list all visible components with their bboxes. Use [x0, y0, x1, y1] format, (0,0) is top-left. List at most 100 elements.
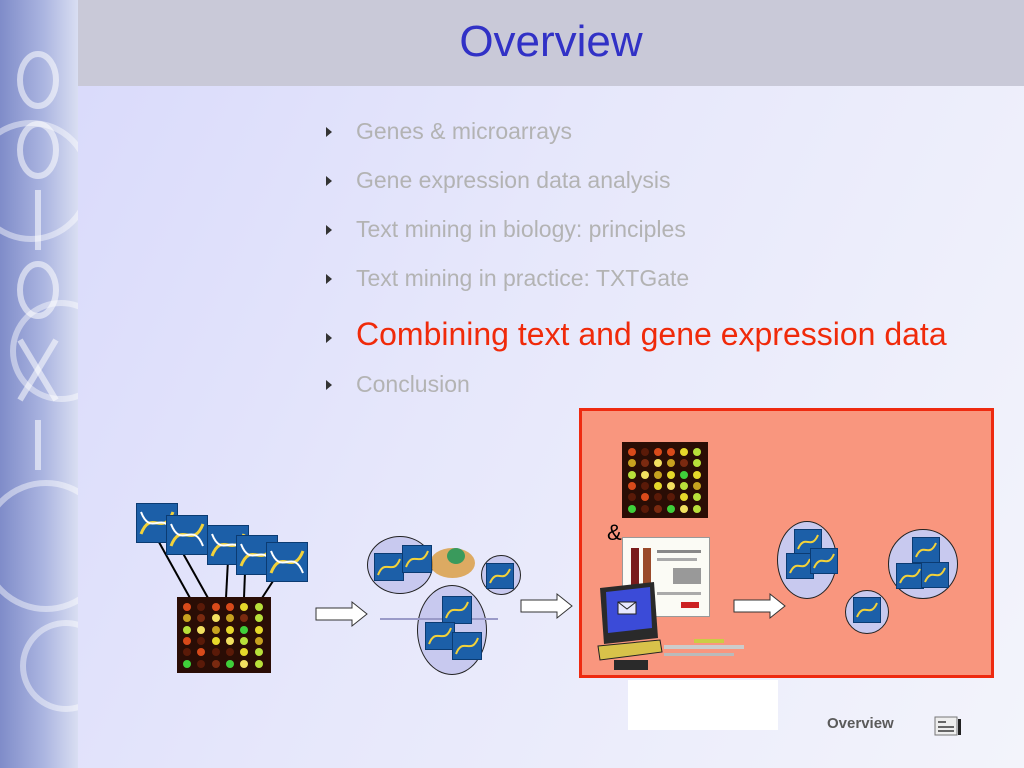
heatmap-cell	[666, 710, 673, 715]
agenda-item-label: Text mining in biology: principles	[356, 216, 686, 242]
heatmap-cell	[754, 698, 761, 703]
microarray-spot	[654, 482, 662, 490]
heatmap-cell	[682, 698, 689, 703]
heatmap-cell	[682, 686, 689, 691]
microarray-spot	[240, 614, 249, 623]
heatmap-cell	[690, 722, 697, 727]
microarray-spot	[183, 637, 191, 645]
dna-icon	[452, 632, 482, 660]
heatmap-cell	[738, 716, 745, 721]
bullet-arrow-icon	[326, 225, 332, 235]
heatmap-cell	[722, 698, 729, 703]
heatmap-cell	[722, 710, 729, 715]
dna-icon	[374, 553, 404, 581]
microarray-spot	[183, 648, 191, 657]
heatmap-cell	[730, 692, 737, 697]
microarray-spot	[680, 459, 688, 468]
heatmap-cell	[738, 722, 745, 727]
dna-icon	[266, 542, 308, 582]
dna-icon	[896, 563, 924, 589]
microarray-spot	[197, 648, 206, 657]
heatmap-cell	[666, 692, 673, 697]
microarray-spot	[641, 470, 649, 479]
microarray-spot	[680, 448, 688, 456]
microarray-spot	[254, 603, 263, 611]
heatmap-cell	[738, 704, 745, 709]
heatmap-thumbnail	[628, 680, 778, 730]
heatmap-cell	[682, 722, 689, 727]
heatmap-cell	[690, 692, 697, 697]
microarray-spot	[197, 603, 206, 611]
heatmap-cell	[650, 698, 657, 703]
microarray-spot	[654, 459, 662, 468]
heatmap-cell	[738, 698, 745, 703]
microarray-spot	[667, 504, 675, 513]
heatmap-cell	[650, 722, 657, 727]
process-arrow-icon	[520, 592, 573, 620]
heatmap-cell	[706, 722, 713, 727]
dna-icon	[853, 597, 881, 623]
agenda-item: Text mining in biology: principles	[322, 210, 1012, 259]
heatmap-cell	[674, 722, 681, 727]
microarray-spot	[226, 637, 234, 645]
heatmap-cell	[698, 698, 705, 703]
heatmap-cell	[754, 686, 761, 691]
microarray-spot	[641, 482, 649, 490]
heatmap-cell	[674, 692, 681, 697]
dna-icon	[402, 545, 432, 573]
heatmap-cell	[730, 698, 737, 703]
microarray-spot	[693, 504, 701, 513]
heatmap-cell	[698, 722, 705, 727]
heatmap-cell	[730, 716, 737, 721]
microarray-spot	[641, 493, 649, 502]
microarray-spot	[240, 603, 249, 611]
microarray-spot	[654, 448, 662, 456]
heatmap-cell	[650, 716, 657, 721]
microarray-spot	[693, 459, 701, 468]
heatmap-cell	[674, 686, 681, 691]
ampersand-symbol: &	[607, 520, 622, 545]
heatmap-cell	[698, 710, 705, 715]
heatmap-cell	[714, 698, 721, 703]
dna-icon	[166, 515, 208, 555]
heatmap-cell	[714, 710, 721, 715]
microarray-spot	[641, 459, 649, 468]
heatmap-cell	[674, 710, 681, 715]
microarray-spot	[628, 470, 636, 479]
microarray-image	[622, 442, 708, 518]
microarray-spot	[211, 625, 220, 634]
microarray-spot	[240, 648, 249, 657]
microarray-spot	[667, 493, 675, 502]
microarray-spot	[197, 637, 206, 645]
heatmap-cell	[674, 716, 681, 721]
heatmap-cell	[698, 692, 705, 697]
heatmap-cell	[746, 692, 753, 697]
heatmap-cell	[714, 704, 721, 709]
agenda-item: Conclusion	[322, 369, 1012, 418]
heatmap-cell	[690, 716, 697, 721]
heatmap-cell	[658, 710, 665, 715]
heatmap-cell	[722, 692, 729, 697]
heatmap-cell	[730, 710, 737, 715]
microarray-spot	[654, 470, 662, 479]
microarray-spot	[693, 493, 701, 502]
dna-icon	[442, 596, 472, 624]
microarray-spot	[211, 614, 220, 623]
heatmap-cell	[730, 722, 737, 727]
heatmap-cell	[706, 716, 713, 721]
heatmap-cell	[714, 722, 721, 727]
heatmap-cell	[666, 686, 673, 691]
agenda-item-current: Combining text and gene expression data	[322, 308, 1012, 369]
heatmap-cell	[658, 722, 665, 727]
presentation-nav-icon[interactable]	[934, 715, 962, 737]
microarray-spot	[680, 493, 688, 502]
microarray-image	[177, 597, 271, 673]
heatmap-cell	[722, 716, 729, 721]
microarray-spot	[693, 482, 701, 490]
heatmap-cell	[698, 704, 705, 709]
process-arrow-icon	[315, 600, 368, 628]
heatmap-cell	[658, 716, 665, 721]
heatmap-cell	[714, 716, 721, 721]
heatmap-cell	[690, 686, 697, 691]
